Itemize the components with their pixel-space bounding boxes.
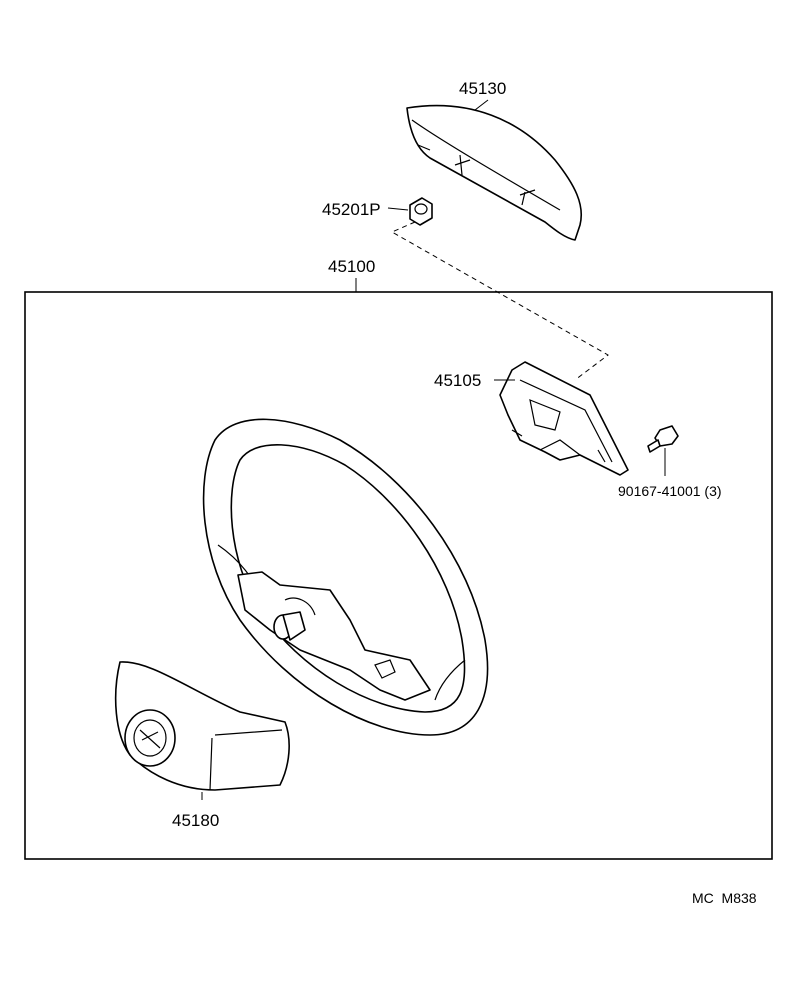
- part-number-45105: 45105: [434, 371, 481, 390]
- bolt-illustration: [647, 425, 679, 453]
- lower-cover-illustration: [114, 661, 290, 791]
- part-number-45130: 45130: [459, 79, 506, 98]
- leader-45201P: [387, 207, 409, 211]
- wheel-sub-illustration: [499, 361, 629, 476]
- figure-code: MC M838: [692, 890, 757, 906]
- part-number-45180: 45180: [172, 811, 219, 830]
- part-number-45201P: 45201P: [322, 200, 381, 219]
- steering-wheel-illustration: [202, 418, 489, 736]
- part-number-45100: 45100: [328, 257, 375, 276]
- part-number-bolt: 90167-41001 (3): [618, 483, 722, 499]
- nut-guide-line: [390, 221, 609, 381]
- assembly-frame: [24, 291, 773, 860]
- nut-illustration: [409, 197, 433, 226]
- horn-pad-illustration: [406, 104, 582, 241]
- leader-45130: [474, 99, 489, 111]
